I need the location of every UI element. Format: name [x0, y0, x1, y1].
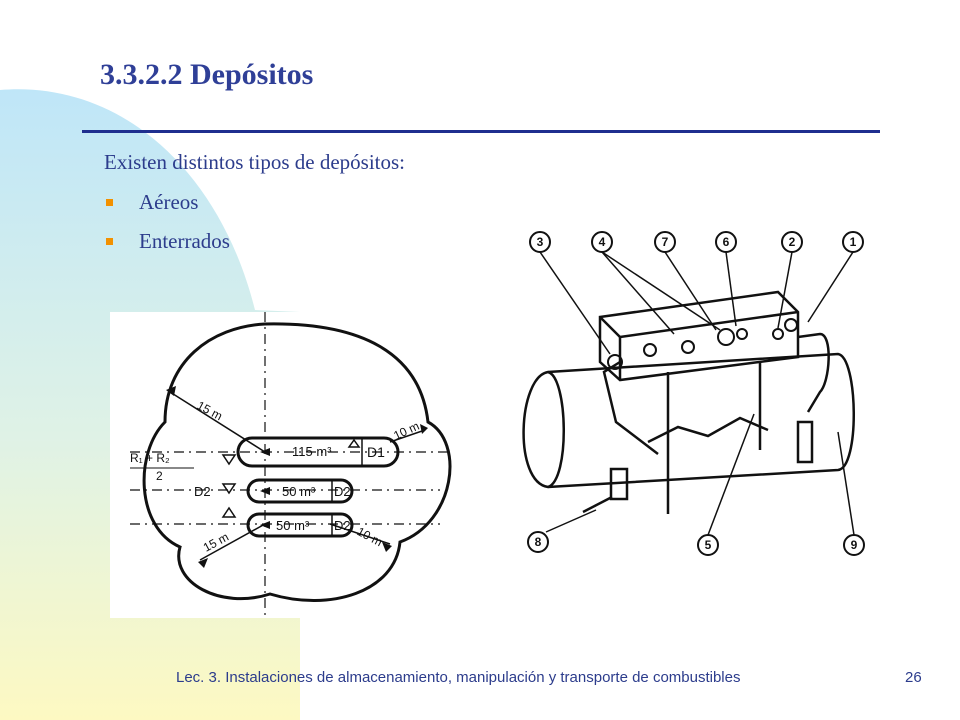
tank-volume-115: 115 m³	[292, 444, 332, 459]
tank-volume-50-b: 50 m³	[276, 518, 310, 533]
formula-denominator: 2	[156, 469, 163, 483]
intro-text: Existen distintos tipos de depósitos:	[104, 150, 406, 174]
bullet-marker	[106, 237, 113, 245]
side-label-d2: D2	[194, 484, 211, 499]
distance-label-10m-bottom: 10 m	[355, 524, 385, 549]
title-divider	[82, 130, 880, 133]
bullet-item-aereos: Aéreos	[106, 190, 198, 215]
callout-2: 2	[789, 235, 796, 249]
bullet-label: Aéreos	[139, 190, 199, 214]
tank-diagram: 3 4 7 6 2 1 8 5 9	[508, 222, 888, 582]
tank-label-d2-b: D2	[334, 518, 351, 533]
callout-5: 5	[705, 538, 712, 552]
callout-7: 7	[662, 235, 669, 249]
callout-4: 4	[599, 235, 606, 249]
page-title: 3.3.2.2 Depósitos	[100, 58, 314, 91]
tank-label-d1: D1	[367, 444, 385, 460]
distance-label-15m-top: 15 m	[195, 398, 225, 423]
bullet-item-enterrados: Enterrados	[106, 229, 230, 254]
distance-label-10m-top: 10 m	[391, 419, 421, 443]
callout-1: 1	[850, 235, 857, 249]
tank-volume-50-a: 50 m³	[282, 484, 316, 499]
footer-text: Lec. 3. Instalaciones de almacenamiento,…	[176, 669, 741, 686]
page-number: 26	[905, 669, 922, 686]
callout-6: 6	[723, 235, 730, 249]
bullet-label: Enterrados	[139, 229, 230, 253]
tank-label-d2-a: D2	[334, 484, 351, 499]
callout-3: 3	[537, 235, 544, 249]
callout-9: 9	[851, 538, 858, 552]
callout-8: 8	[535, 535, 542, 549]
formula-numerator: R₁ + R₂	[130, 451, 170, 465]
bullet-marker	[106, 198, 113, 206]
safety-distance-diagram: 15 m 15 m 10 m 10 m 115 m³ D1 50 m³ D2 5…	[110, 312, 460, 618]
